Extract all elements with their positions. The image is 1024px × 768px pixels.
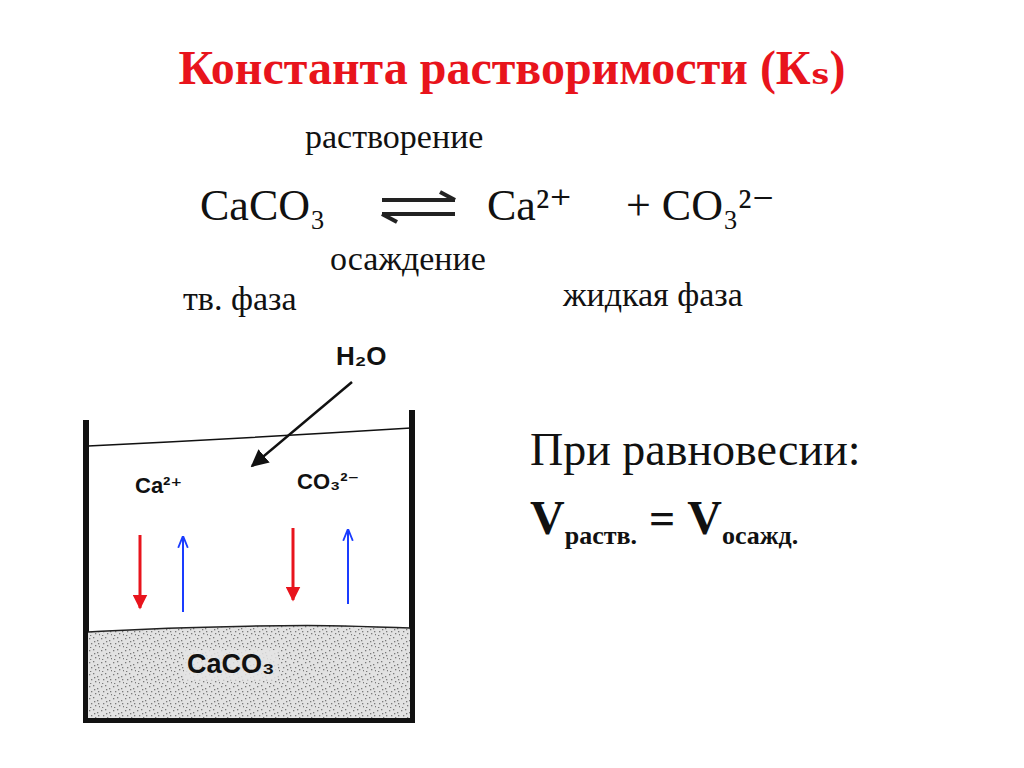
rate-symbol: V bbox=[530, 490, 565, 545]
backward-arrow bbox=[382, 212, 455, 216]
rate-subscript: осажд. bbox=[722, 521, 798, 551]
ion-label: CO₃²⁻ bbox=[294, 470, 362, 494]
ion-label: Ca²⁺ bbox=[132, 474, 185, 498]
title: Константа растворимости (Кₛ) bbox=[0, 42, 1024, 95]
rate-subscript: раств. bbox=[565, 521, 637, 551]
formula: CaCO₃ bbox=[200, 182, 325, 230]
process-label: осаждение bbox=[330, 240, 486, 277]
process-label: растворение bbox=[305, 118, 483, 155]
precipitation-arrow bbox=[292, 528, 295, 600]
beaker-wall bbox=[86, 410, 412, 720]
backward-head bbox=[382, 214, 397, 222]
ion-formula: + CO₃²⁻ bbox=[626, 182, 775, 230]
forward-arrow bbox=[382, 198, 455, 202]
water-label: H₂O bbox=[336, 342, 387, 371]
forward-head bbox=[440, 192, 455, 200]
precipitate-surface bbox=[88, 626, 410, 632]
equals-sign: = bbox=[649, 492, 675, 545]
ion-formula: Ca²⁺ bbox=[487, 182, 572, 230]
rate-symbol: V bbox=[687, 490, 722, 545]
phase-label: жидкая фаза bbox=[563, 276, 743, 313]
beaker: CaCO₃ Ca²⁺ CO₃²⁻ bbox=[82, 408, 416, 724]
precipitate-fill bbox=[88, 625, 410, 718]
precipitation-arrow bbox=[139, 535, 142, 608]
leader-line bbox=[252, 382, 352, 466]
equation-row: Vраств.=Vосажд. bbox=[530, 490, 798, 545]
precipitate-label: CaCO₃ bbox=[184, 650, 278, 680]
phase-label: тв. фаза bbox=[183, 280, 297, 317]
precipitate-layer: CaCO₃ bbox=[88, 624, 410, 718]
dissolution-arrow bbox=[347, 530, 349, 604]
water-surface bbox=[88, 428, 411, 446]
dissolution-arrow bbox=[182, 537, 184, 612]
equilibrium-arrows bbox=[382, 192, 455, 222]
condition-label: При равновесии: bbox=[530, 425, 861, 476]
